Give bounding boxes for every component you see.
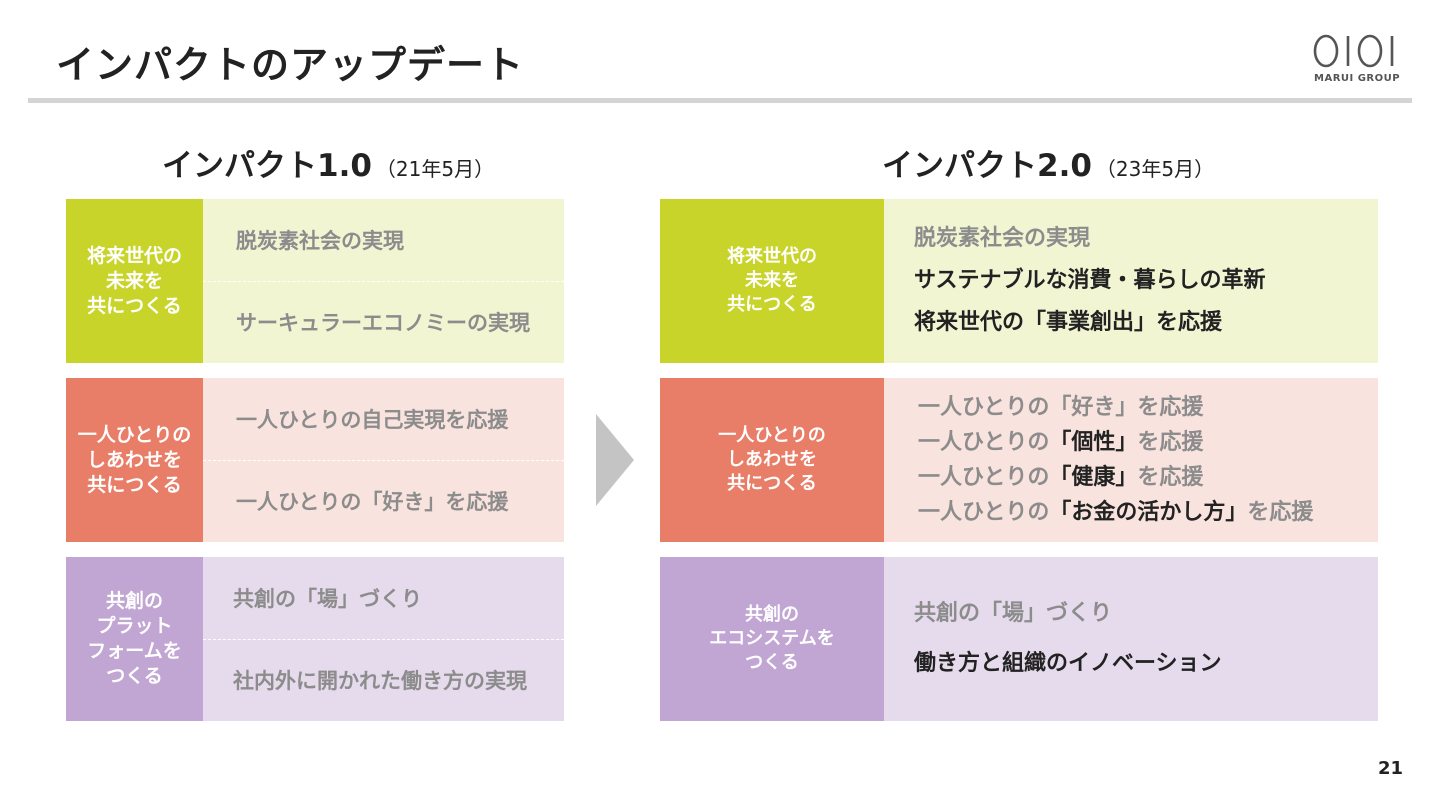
title-rule (28, 98, 1412, 103)
line-prefix: 一人ひとりの (918, 430, 1050, 455)
list-item: 働き方と組織のイノベーション (914, 651, 1222, 676)
right-block-cocreation-items: 共創の「場」づくり 働き方と組織のイノベーション (884, 557, 1378, 721)
left-block-cocreation-items: 共創の「場」づくり 社内外に開かれた働き方の実現 (203, 557, 564, 721)
left-block-cocreation: 共創の プラット フォームを つくる 共創の「場」づくり 社内外に開かれた働き方… (66, 557, 564, 721)
left-block-future: 将来世代の 未来を 共につくる 脱炭素社会の実現 サーキュラーエコノミーの実現 (66, 199, 564, 363)
list-item: 一人ひとりの「好き」を応援 (203, 459, 564, 543)
list-item: 社内外に開かれた働き方の実現 (203, 638, 564, 722)
line-prefix: 一人ひとりの (918, 395, 1050, 420)
right-block-future-items: 脱炭素社会の実現 サステナブルな消費・暮らしの革新 将来世代の「事業創出」を応援 (884, 199, 1378, 363)
line-suffix: を応援 (1247, 500, 1314, 525)
line-emphasis: 「お金の活かし方」 (1049, 500, 1248, 525)
list-item: 共創の「場」づくり (914, 601, 1113, 626)
list-item: 将来世代の「事業創出」を応援 (914, 310, 1223, 335)
right-block-happiness-items: 一人ひとりの「好き」を応援 一人ひとりの「個性」を応援 一人ひとりの「健康」を応… (884, 378, 1378, 542)
line-suffix: を応援 (1137, 395, 1204, 420)
line-prefix: 一人ひとりの (918, 465, 1050, 490)
right-block-cocreation: 共創の エコシステムを つくる 共創の「場」づくり 働き方と組織のイノベーション (660, 557, 1378, 721)
line-suffix: を応援 (1137, 430, 1204, 455)
logo-text: MARUI GROUP (1314, 73, 1401, 84)
chevron-right-icon (596, 414, 634, 506)
list-item: 脱炭素社会の実現 (914, 226, 1091, 251)
right-block-cocreation-label: 共創の エコシステムを つくる (660, 557, 884, 721)
page-title: インパクトのアップデート (56, 43, 525, 87)
left-heading-date: （21年5月） (375, 157, 495, 181)
right-block-future: 将来世代の 未来を 共につくる 脱炭素社会の実現 サステナブルな消費・暮らしの革… (660, 199, 1378, 363)
list-item: 一人ひとりの自己実現を応援 (236, 407, 509, 432)
list-item: 脱炭素社会の実現 (236, 228, 404, 253)
marui-0101-logo-icon (1313, 34, 1394, 68)
list-item: 一人ひとりの「個性」を応援 (918, 425, 1378, 460)
right-heading-title: インパクト2.0 (882, 148, 1092, 184)
list-item: 一人ひとりの「好き」を応援 (918, 390, 1378, 425)
list-item: サーキュラーエコノミーの実現 (203, 280, 564, 364)
left-block-cocreation-label: 共創の プラット フォームを つくる (66, 557, 203, 721)
left-block-future-label: 将来世代の 未来を 共につくる (66, 199, 203, 363)
left-heading: インパクト1.0（21年5月） (162, 140, 494, 185)
right-block-happiness: 一人ひとりの しあわせを 共につくる 一人ひとりの「好き」を応援 一人ひとりの「… (660, 378, 1378, 542)
left-block-future-items: 脱炭素社会の実現 サーキュラーエコノミーの実現 (203, 199, 564, 363)
page-number: 21 (1378, 758, 1404, 779)
list-item: 一人ひとりの「お金の活かし方」を応援 (918, 495, 1378, 530)
list-item: 一人ひとりの「健康」を応援 (918, 460, 1378, 495)
line-emphasis: 「個性」 (1049, 430, 1138, 455)
right-heading: インパクト2.0（23年5月） (882, 140, 1214, 185)
line-suffix: を応援 (1137, 465, 1204, 490)
line-emphasis: 「健康」 (1049, 465, 1138, 490)
list-item: 共創の「場」づくり (233, 586, 422, 611)
left-block-happiness-items: 一人ひとりの自己実現を応援 一人ひとりの「好き」を応援 (203, 378, 564, 542)
line-emphasis: 「好き」 (1049, 395, 1138, 420)
list-item: サステナブルな消費・暮らしの革新 (914, 268, 1266, 293)
left-heading-title: インパクト1.0 (162, 148, 372, 184)
left-block-happiness: 一人ひとりの しあわせを 共につくる 一人ひとりの自己実現を応援 一人ひとりの「… (66, 378, 564, 542)
right-block-future-label: 将来世代の 未来を 共につくる (660, 199, 884, 363)
line-prefix: 一人ひとりの (918, 500, 1050, 525)
right-block-happiness-label: 一人ひとりの しあわせを 共につくる (660, 378, 884, 542)
right-heading-date: （23年5月） (1095, 157, 1215, 181)
left-block-happiness-label: 一人ひとりの しあわせを 共につくる (66, 378, 203, 542)
